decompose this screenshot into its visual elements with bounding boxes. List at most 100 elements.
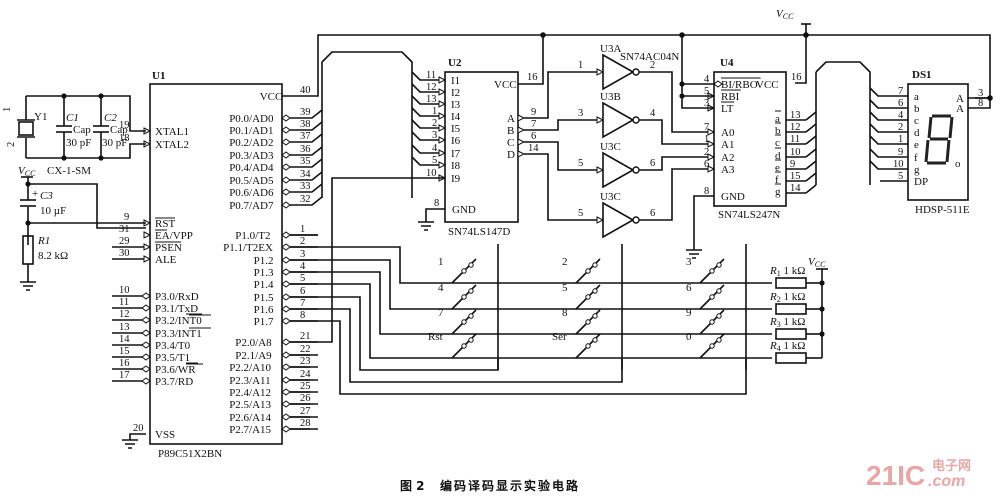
keypad-key-4[interactable]: 4 <box>438 282 477 310</box>
pin-arrow-icon <box>596 216 605 224</box>
keypad-key-6[interactable]: 6 <box>686 282 725 310</box>
u4-segment-name: b <box>775 125 781 137</box>
keypad-key-8[interactable]: 8 <box>562 307 601 335</box>
u2-pin-name: I9 <box>451 173 461 185</box>
inverter-bubble <box>632 68 640 76</box>
vcc-rail <box>282 34 991 99</box>
u1-pin-number: 32 <box>300 194 311 205</box>
bus-entry <box>805 148 817 158</box>
ds1-pin-number: 7 <box>898 86 903 97</box>
pin-bidir-icon <box>713 80 723 88</box>
u2-input-wire <box>411 71 445 81</box>
u1-pin-name: XTAL1 <box>155 126 189 138</box>
u4-pin-number: 8 <box>704 186 709 197</box>
bus-exit <box>869 111 908 121</box>
u1-pin-number: 6 <box>300 286 305 297</box>
pin-bidir-icon <box>141 304 151 312</box>
u2-pin-number: 5 <box>432 155 437 166</box>
junction <box>679 81 685 87</box>
u1-pin-number: 24 <box>300 369 311 380</box>
key-label: 2 <box>562 256 568 268</box>
pullup-resistor: R4 1 kΩ <box>769 340 822 364</box>
u1-pin-name: P3.3/INT1 <box>155 328 202 340</box>
pullup-label: R1 1 kΩ <box>769 265 805 278</box>
u2-gnd-name: GND <box>452 204 476 216</box>
switch-contact-icon <box>585 294 591 300</box>
keypad-key-2[interactable]: 2 <box>562 256 601 284</box>
u4-pin-name: RBI <box>721 91 740 103</box>
c2-value: 30 pF <box>102 137 127 149</box>
bus-entry <box>290 171 323 181</box>
u1-pin-name: P3.4/T0 <box>155 340 191 352</box>
crystal-pin-1: 1 <box>2 107 13 112</box>
u2-pin-number: 4 <box>432 143 438 154</box>
pin-bidir-icon <box>281 363 291 371</box>
keypad-key-ser[interactable]: Ser <box>552 331 601 359</box>
pin-bidir-icon <box>141 292 151 300</box>
u2-input-wire <box>411 83 445 93</box>
u2-input-wire <box>411 119 445 129</box>
u1-pin-number: 35 <box>300 156 311 167</box>
u2-pin-name: I4 <box>451 111 461 123</box>
ds1-body <box>907 83 969 201</box>
key-label: 9 <box>686 307 692 319</box>
oscillator-circuit: Y1 1 2 CX-1-SM C1 Cap 30 pF C2 Cap 30 pF <box>2 93 146 177</box>
bus-entry <box>290 121 323 131</box>
pin-bidir-icon <box>281 114 291 122</box>
pin-bidir-icon <box>281 188 291 196</box>
pin-bidir-icon <box>281 305 291 313</box>
keypad-key-5[interactable]: 5 <box>562 282 601 310</box>
u1-body <box>149 83 283 445</box>
switch-contact-icon <box>461 319 467 325</box>
junction <box>98 93 104 99</box>
u4-vcc-num: 16 <box>791 72 802 83</box>
keypad-key-9[interactable]: 9 <box>686 307 725 335</box>
ds1-segment-name: g <box>914 164 920 176</box>
u1-pin-number: 15 <box>119 346 130 357</box>
pullup-label: R2 1 kΩ <box>769 291 805 304</box>
keypad-key-7[interactable]: 7 <box>438 307 477 335</box>
bus-entry <box>805 111 817 121</box>
keypad-key-1[interactable]: 1 <box>438 256 477 284</box>
pin-bidir-icon <box>281 243 291 251</box>
u1-pin-name: P3.5/T1 <box>155 352 190 364</box>
p1-p2-wiring <box>290 234 747 430</box>
key-label: 4 <box>438 282 444 294</box>
u2-body <box>444 71 519 223</box>
u1-pin-number: 30 <box>119 248 130 259</box>
u1-pin-name: P0.3/AD3 <box>229 150 274 162</box>
switch-contact-icon <box>716 337 722 343</box>
keypad-key-0[interactable]: 0 <box>686 331 725 359</box>
pin-bidir-icon <box>281 163 291 171</box>
pin-arrow-icon <box>438 100 447 108</box>
keypad-key-rst[interactable]: Rst <box>428 331 477 359</box>
key-label: 3 <box>686 256 692 268</box>
u1-pin-name: ALE <box>155 254 177 266</box>
u1-pin-name: P1.2 <box>254 255 274 267</box>
u2-input-wire <box>411 107 445 117</box>
pin-bidir-icon <box>281 126 291 134</box>
wire-to-a0 <box>639 71 714 133</box>
pin-arrow-icon <box>707 140 716 148</box>
junction <box>61 155 67 161</box>
keypad-key-3[interactable]: 3 <box>686 256 725 284</box>
u1-pin-number: 16 <box>119 358 130 369</box>
resistor-symbol-icon <box>775 277 807 289</box>
u1-pin-number: 28 <box>300 418 311 429</box>
u4-pin-name: A2 <box>721 152 734 164</box>
ds1-segment-name: e <box>914 139 919 151</box>
bus-entry <box>805 160 817 170</box>
ds1-pin-number: 8 <box>978 98 983 109</box>
u1-pin-number: 2 <box>300 236 305 247</box>
u1-pin-name: P1.0/T2 <box>235 230 270 242</box>
pin-bidir-icon <box>281 201 291 209</box>
u1-pin-number: 21 <box>300 331 311 342</box>
wire-ea <box>28 183 146 229</box>
u1-pin-name: P0.1/AD1 <box>229 125 273 137</box>
switch-contact-icon <box>592 313 598 319</box>
r1-reset-resistor <box>22 235 34 265</box>
pin-bidir-icon <box>281 293 291 301</box>
